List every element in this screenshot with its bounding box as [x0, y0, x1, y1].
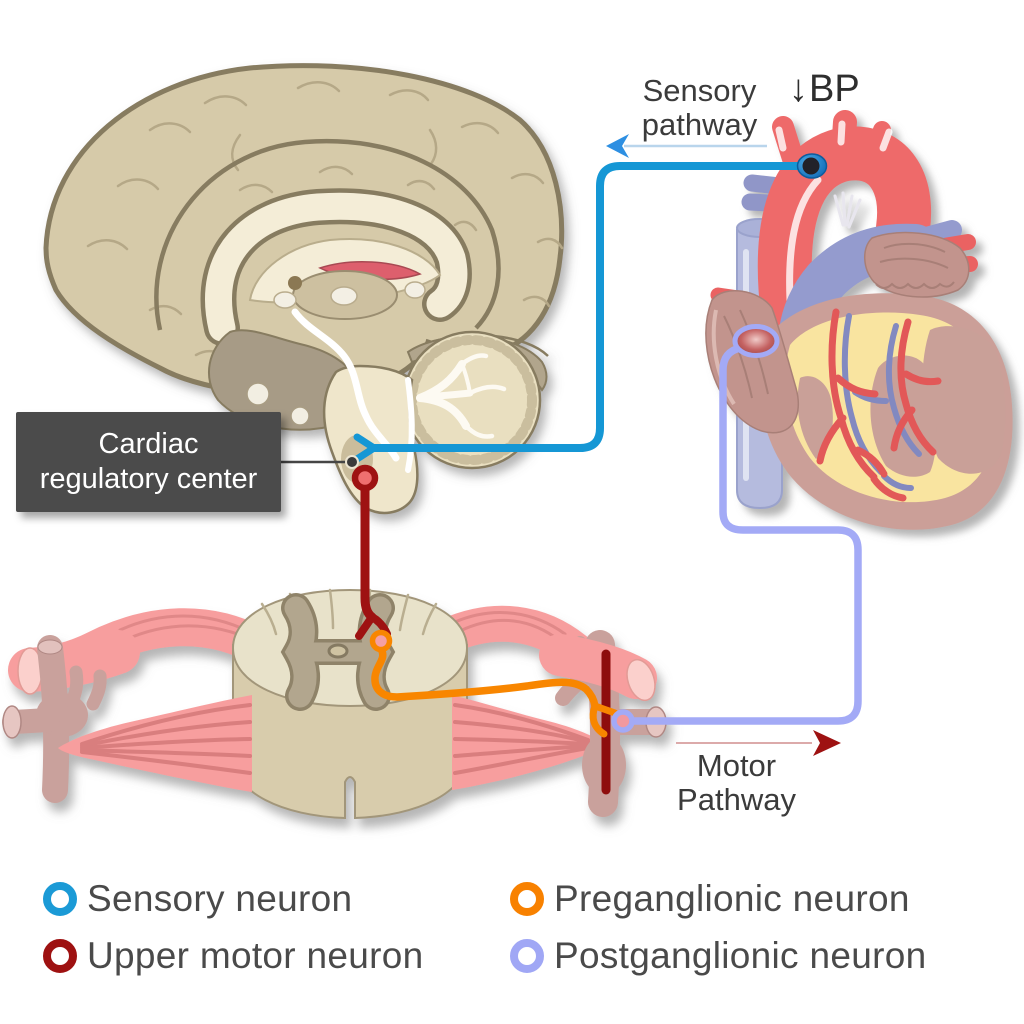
legend-item-preganglionic-neuron: Preganglionic neuron	[509, 878, 910, 920]
coronary-vessels	[816, 308, 942, 502]
ventricle-wall	[922, 326, 1006, 474]
spinal-cord-illustration	[2, 588, 667, 820]
heart-illustration	[705, 110, 1013, 530]
ventricle-wall	[797, 376, 833, 459]
commissure-oval	[404, 281, 426, 299]
brainstem	[322, 364, 419, 515]
pons-cerebellum-gap	[405, 377, 415, 473]
fourth-ventricle-line	[291, 308, 400, 462]
leader-dot	[345, 455, 359, 469]
mammillary-circle	[290, 406, 310, 426]
preganglionic-cell-body	[369, 629, 393, 653]
right-atrium-flap	[705, 290, 800, 434]
legend-label: Upper motor neuron	[87, 935, 424, 976]
heart-body	[759, 293, 1013, 530]
gyri-lines	[86, 81, 564, 384]
neural-pathways	[351, 153, 862, 738]
bp-text: BP	[809, 68, 860, 110]
cardiac-regulatory-center-label-box: Cardiac regulatory center	[16, 412, 281, 512]
postganglionic-cell-body	[611, 709, 635, 733]
label-leader	[281, 455, 359, 469]
sensory-pathway-label-line2: pathway	[641, 107, 758, 142]
baroreceptor	[796, 153, 828, 179]
cingulate-sulcus	[154, 138, 501, 331]
central-canal	[327, 643, 349, 659]
preganglionic-neuron-ring-icon	[510, 882, 544, 916]
legend-item-sensory-neuron: Sensory neuron	[42, 878, 352, 920]
motor-arrowhead-icon	[813, 730, 841, 756]
legend-label: Preganglionic neuron	[554, 878, 910, 919]
left-atrium-flap	[864, 231, 970, 298]
commissure-oval	[330, 286, 358, 306]
preganglionic-line	[371, 645, 599, 710]
legend-label: Postganglionic neuron	[554, 935, 927, 976]
cardiac-label-line2: regulatory center	[39, 463, 258, 495]
sensory-neuron-ring-icon	[43, 882, 77, 916]
flap-scallops	[875, 281, 955, 289]
postganglionic-neuron-ring-icon	[510, 939, 544, 973]
upper-motor-cell-body	[351, 464, 379, 492]
upper-motor-neuron-ring-icon	[43, 939, 77, 973]
commissure-oval	[273, 291, 297, 309]
arbor-vitae	[416, 353, 507, 439]
preganglionic-axon-terminal	[589, 702, 619, 738]
interthalamic-dot	[288, 276, 302, 290]
sensory-arrowhead-icon	[606, 134, 629, 158]
sensory-pathway-label: Sensory pathway	[597, 74, 802, 142]
sympathetic-chain-left	[2, 635, 107, 803]
spinal-cord-cross-section	[231, 588, 469, 820]
postganglionic-line	[628, 344, 862, 725]
legend-item-postganglionic-neuron: Postganglionic neuron	[509, 935, 926, 977]
legend-item-upper-motor-neuron: Upper motor neuron	[42, 935, 424, 977]
aorta	[757, 110, 932, 342]
bp-label: ↓BP	[789, 68, 860, 111]
brain-illustration	[43, 63, 565, 515]
corpus-callosum-fill	[205, 192, 468, 342]
motor-pathway-label-line1: Motor	[696, 748, 777, 783]
motor-pathway-label-line2: Pathway	[677, 782, 796, 817]
motor-pathway-label: Motor Pathway	[634, 749, 839, 817]
left-nerve-tube	[8, 630, 140, 695]
cardiac-label-line1: Cardiac	[98, 428, 199, 460]
sensory-pathway-label-line1: Sensory	[642, 73, 757, 108]
sensory-pathway-line	[370, 162, 814, 452]
spinal-nerves-lower	[58, 695, 604, 792]
sensory-axon-terminal	[353, 433, 378, 463]
chordae-fibers	[833, 191, 862, 229]
postganglionic-terminal	[732, 324, 780, 358]
direction-arrows	[606, 134, 841, 756]
legend-label: Sensory neuron	[87, 878, 353, 919]
down-arrow-icon: ↓	[789, 68, 808, 110]
aorta-highlights	[775, 120, 893, 304]
mammillary-circle	[246, 382, 270, 406]
